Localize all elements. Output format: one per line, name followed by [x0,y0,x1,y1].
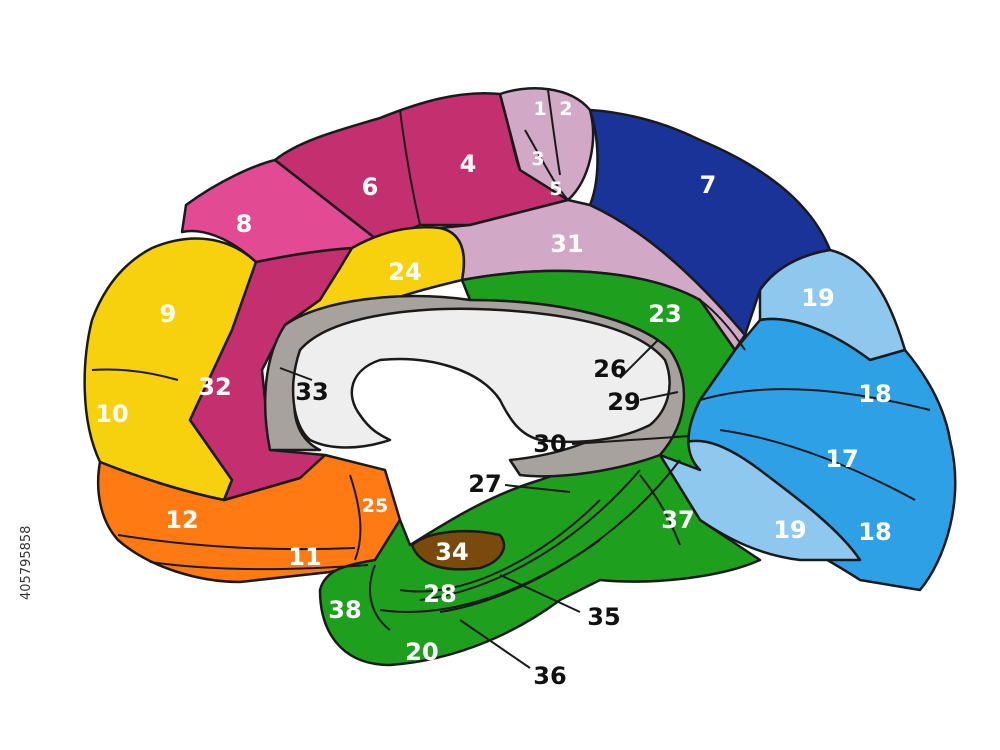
boundary-parahippocampal-1 [399,499,601,593]
label-area-4: 4 [460,150,477,178]
label-area-24: 24 [388,258,421,286]
leader-29 [639,391,679,401]
label-area-26: 26 [593,355,626,383]
label-area-30: 30 [533,430,566,458]
label-area-11: 11 [288,543,321,571]
label-area-35: 35 [587,603,620,631]
label-area-18-upper: 18 [858,380,891,408]
boundary-11-lower [149,561,369,571]
label-area-33: 33 [295,378,328,406]
label-area-29: 29 [607,388,640,416]
leader-26 [619,339,659,379]
label-area-19-lower: 19 [773,516,806,544]
boundary-7-31 [699,299,746,351]
label-area-8: 8 [236,210,253,238]
label-area-10: 10 [95,400,128,428]
label-area-37: 37 [661,506,694,534]
boundary-6-4 [399,109,421,226]
label-area-32: 32 [198,373,231,401]
label-area-1: 1 [533,98,546,120]
boundary-9-10 [91,368,179,381]
label-area-7: 7 [700,171,717,199]
label-area-36: 36 [533,662,566,690]
leader-33 [279,367,313,381]
label-area-17: 17 [825,445,858,473]
boundary-12-11 [117,534,356,551]
label-area-6: 6 [362,173,379,201]
stock-id: 405795858 [19,526,34,600]
boundary-37-19 [639,474,681,546]
label-area-20: 20 [405,638,438,666]
boundary-3-5 [524,129,569,201]
label-area-27: 27 [468,470,501,498]
leader-35 [499,574,581,613]
boundary-38-28 [369,564,391,631]
region-skylight-19-lower [658,439,862,562]
label-area-31: 31 [550,230,583,258]
label-area-25: 25 [362,495,388,517]
region-brown-34 [410,529,506,571]
region-orange-orbitofrontal [96,453,402,584]
leader-30 [571,435,691,445]
label-area-12: 12 [165,506,198,534]
boundary-parahippocampal-2 [419,469,641,601]
label-area-23: 23 [648,300,681,328]
label-area-18-lower: 18 [858,518,891,546]
label-area-28: 28 [423,580,456,608]
label-area-19-upper: 19 [801,284,834,312]
label-area-34: 34 [435,538,468,566]
boundary-4-paracentral [499,93,521,171]
leader-27 [504,484,571,493]
boundary-parahippocampal-3 [439,459,681,613]
leader-36 [459,619,531,669]
corpus-callosum [291,307,671,449]
region-pink-8 [180,158,382,264]
label-area-5: 5 [549,178,562,200]
label-area-9: 9 [160,300,177,328]
label-area-3: 3 [531,148,544,170]
boundary-17-18 [719,429,916,501]
boundary-18-17 [699,388,931,411]
boundary-1-2 [547,89,561,176]
label-area-2: 2 [559,98,572,120]
label-area-38: 38 [328,596,361,624]
boundary-25 [349,474,362,561]
